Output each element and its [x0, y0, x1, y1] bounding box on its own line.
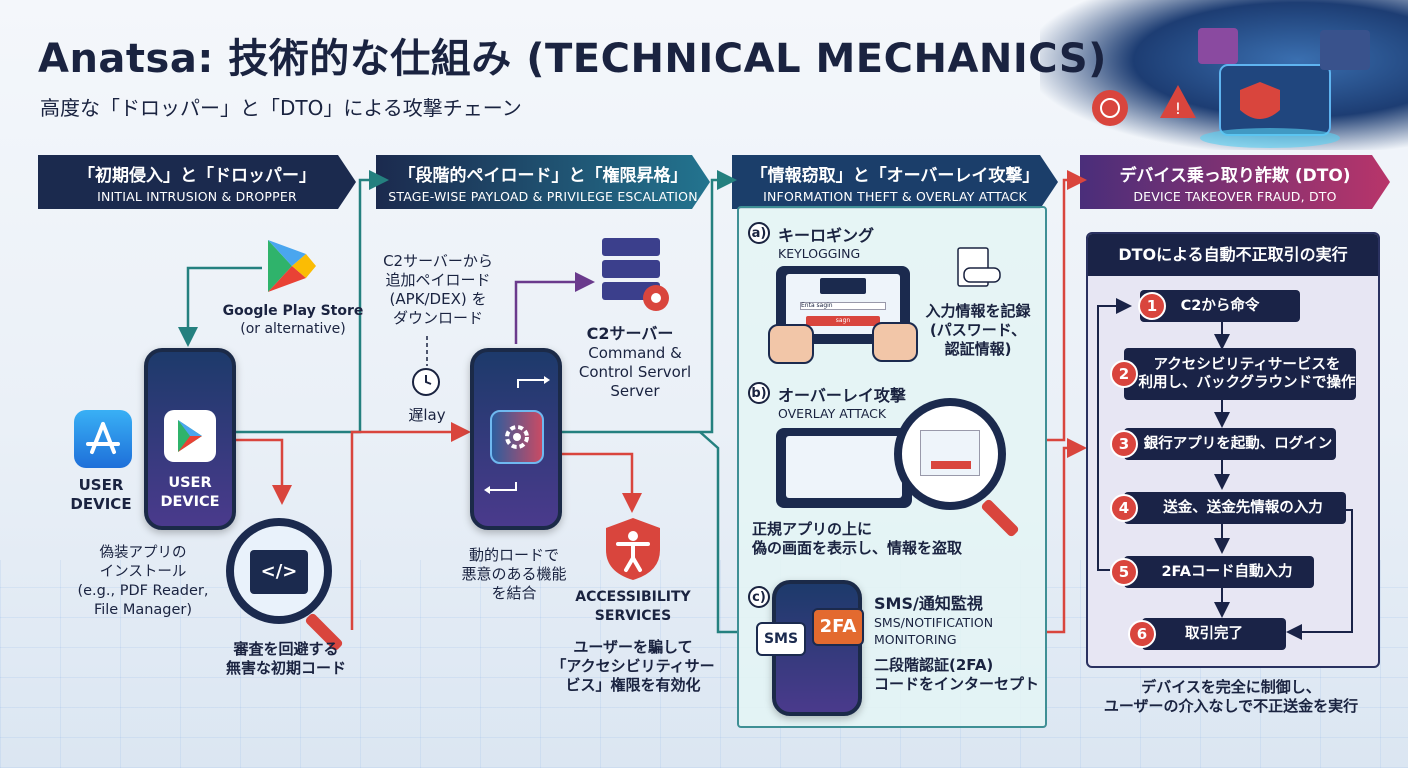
- overlay-text: 正規アプリの上に 偽の画面を表示し、情報を盗取: [752, 520, 963, 557]
- stage-subtitle: STAGE-WISE PAYLOAD & PRIVILEGE ESCALATIO…: [388, 188, 698, 204]
- app-store-label: USER DEVICE: [70, 476, 132, 513]
- dto-step-badge: 4: [1110, 494, 1138, 522]
- overlay-device: [776, 428, 912, 508]
- bank-icon: [820, 278, 866, 294]
- dto-step-badge: 6: [1128, 620, 1156, 648]
- google-play-icon: [268, 240, 316, 292]
- phone-label: USER DEVICE: [160, 475, 220, 510]
- arrow-icon: [517, 376, 550, 388]
- overlay-title: オーバーレイ攻撃: [778, 386, 906, 405]
- dto-step-2: アクセシビリティサービスを 利用し、バックグラウンドで操作: [1124, 348, 1356, 400]
- dto-step-badge: 2: [1110, 360, 1138, 388]
- fake-login-button: [931, 461, 971, 469]
- accessibility-shield-icon: [606, 518, 660, 580]
- evade-text: 審査を回避する 無害な初期コード: [225, 640, 346, 677]
- keylogging-subtitle: KEYLOGGING: [778, 246, 861, 261]
- stage-subtitle: INFORMATION THEFT & OVERLAY ATTACK: [763, 188, 1027, 204]
- section-c-label: c): [748, 586, 770, 608]
- fake-login-screen: [920, 430, 980, 476]
- accessibility-title: ACCESSIBILITY SERVICES: [575, 589, 691, 624]
- stage-title: 「初期侵入」と「ドロッパー」: [78, 165, 316, 186]
- arrow-icon: [484, 482, 517, 494]
- code-icon: </>: [250, 550, 308, 594]
- stage-subtitle: INITIAL INTRUSION & DROPPER: [97, 188, 297, 204]
- stage-banner-payload: 「段階的ペイロード」と「権限昇格」 STAGE-WISE PAYLOAD & P…: [376, 155, 710, 209]
- store-name: Google Play Store: [222, 303, 364, 319]
- dto-step-4: 送金、送金先情報の入力: [1124, 492, 1346, 524]
- overlay-magnifier-icon: [894, 398, 1006, 510]
- keylogging-title: キーロギング: [778, 226, 875, 245]
- sms-bubble: SMS: [756, 622, 806, 656]
- stage-title: 「情報窃取」と「オーバーレイ攻撃」: [750, 165, 1040, 186]
- page-title: Anatsa: 技術的な仕組み (TECHNICAL MECHANICS): [38, 36, 1107, 82]
- stage-title: 「段階的ペイロード」と「権限昇格」: [398, 165, 688, 186]
- clock-icon: [412, 368, 440, 396]
- sms-text: 二段階認証(2FA) コードをインターセプト: [874, 656, 1040, 693]
- section-b-label: b): [748, 382, 770, 404]
- magnifier-icon: </>: [226, 518, 332, 624]
- page-subtitle: 高度な「ドロッパー」と「DTO」による攻撃チェーン: [40, 96, 522, 120]
- stage-banner-theft: 「情報窃取」と「オーバーレイ攻撃」 INFORMATION THEFT & OV…: [732, 155, 1058, 209]
- dto-footer-text: デバイスを完全に制御し、 ユーザーの介入なしで不正送金を実行: [1103, 678, 1359, 715]
- dto-step-badge: 1: [1138, 292, 1166, 320]
- dto-step-5: 2FAコード自動入力: [1124, 556, 1314, 588]
- c2-title: C2サーバー: [586, 324, 674, 343]
- dto-step-1: C2から命令: [1140, 290, 1300, 322]
- install-text: 偽装アプリの インストール (e.g., PDF Reader, File Ma…: [77, 545, 209, 618]
- app-store-icon: [74, 410, 132, 468]
- download-text: C2サーバーから 追加ペイロード (APK/DEX) を ダウンロード: [383, 252, 493, 327]
- keylogging-text: 入力情報を記録 (パスワード、 認証情報): [925, 302, 1031, 358]
- section-a-label: a): [748, 222, 770, 244]
- svg-text:!: !: [1175, 99, 1181, 118]
- user-device-phone: USER DEVICE: [144, 348, 236, 530]
- delay-text: 遅lay: [408, 406, 446, 424]
- password-field: Enta sagin: [800, 302, 886, 310]
- infected-device-phone: [470, 348, 562, 530]
- dto-step-3: 銀行アプリを起動、ログイン: [1124, 428, 1336, 460]
- dto-step-badge: 3: [1110, 430, 1138, 458]
- document-keyboard-icon: [957, 247, 1001, 287]
- store-alt: (or alternative): [240, 321, 346, 337]
- sms-title: SMS/通知監視: [874, 594, 983, 613]
- overlay-subtitle: OVERLAY ATTACK: [778, 406, 887, 421]
- gear-icon: [490, 410, 544, 464]
- legit-app-screen: [786, 436, 902, 498]
- dto-panel-title: DTOによる自動不正取引の実行: [1088, 234, 1378, 276]
- stage-banner-dto: デバイス乗っ取り詐欺 (DTO) DEVICE TAKEOVER FRAUD, …: [1080, 155, 1390, 209]
- hand-icon: [768, 324, 814, 364]
- stage-title: デバイス乗っ取り詐欺 (DTO): [1119, 165, 1351, 186]
- c2-description: Command & Control Servorl Server: [578, 344, 692, 400]
- dynamic-load-text: 動的ロードで 悪意のある機能 を結合: [461, 546, 567, 602]
- dto-step-6: 取引完了: [1142, 618, 1286, 650]
- stage-banner-initial: 「初期侵入」と「ドロッパー」 INITIAL INTRUSION & DROPP…: [38, 155, 356, 209]
- dto-step-badge: 5: [1110, 558, 1138, 586]
- twofa-bubble: 2FA: [812, 608, 864, 646]
- server-icon: [602, 238, 669, 311]
- stage-subtitle: DEVICE TAKEOVER FRAUD, DTO: [1133, 188, 1337, 204]
- security-illustration: !: [1092, 28, 1370, 148]
- login-button: sagn: [806, 316, 880, 326]
- play-app-icon: [164, 410, 216, 462]
- tablet-icon: Enta sagin sagn: [776, 266, 910, 344]
- hand-icon: [872, 322, 918, 362]
- sms-subtitle: SMS/NOTIFICATION MONITORING: [874, 615, 994, 647]
- accessibility-text: ユーザーを騙して 「アクセシビリティサー ビス」権限を有効化: [551, 638, 715, 694]
